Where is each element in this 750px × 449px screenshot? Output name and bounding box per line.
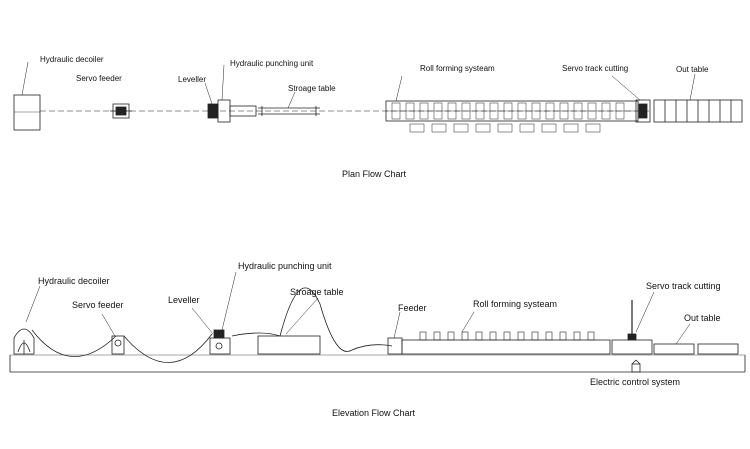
plan-label-leveller: Leveller — [178, 75, 207, 84]
plan-servo-cutting — [611, 75, 651, 123]
elevation-view — [9, 271, 746, 373]
elevation-caption: Elevation Flow Chart — [332, 408, 416, 418]
elev-label-storage: Stroage table — [290, 287, 344, 297]
elev-label-control: Electric control system — [590, 377, 681, 387]
elev-storage-table — [231, 287, 393, 355]
elev-strip-loop-2 — [123, 333, 213, 363]
elev-control-box — [631, 359, 641, 373]
elev-strip-loop-1 — [31, 329, 117, 357]
elev-label-decoiler: Hydraulic decoiler — [38, 276, 110, 286]
elev-label-feeder2: Feeder — [398, 303, 427, 313]
elev-leveller-punching — [191, 271, 237, 355]
elev-out-table — [653, 323, 739, 355]
elev-label-leveller: Leveller — [168, 295, 200, 305]
plan-label-decoiler: Hydraulic decoiler — [40, 55, 104, 64]
elev-servo-cutting — [611, 291, 655, 355]
elev-roll-forming — [401, 311, 611, 355]
plan-roll-forming — [385, 75, 639, 133]
plan-label-feeder: Servo feeder — [76, 74, 122, 83]
plan-storage-table — [258, 91, 320, 116]
plan-label-outtable: Out table — [676, 65, 709, 74]
elev-feeder — [387, 311, 403, 355]
plan-out-table — [653, 73, 743, 123]
plan-label-rollforming: Roll forming systeam — [420, 64, 495, 73]
elev-label-cutting: Servo track cutting — [646, 281, 721, 291]
elev-servo-feeder — [101, 313, 125, 355]
plan-servo-feeder — [110, 103, 132, 119]
elev-label-rollforming: Roll forming systeam — [473, 299, 558, 309]
plan-label-cutting: Servo track cutting — [562, 64, 629, 73]
plan-label-storage: Stroage table — [288, 84, 336, 93]
plan-decoiler — [13, 94, 41, 131]
plan-caption: Plan Flow Chart — [342, 169, 407, 179]
plan-view — [13, 61, 743, 133]
plan-leveller-punching — [204, 64, 257, 123]
elev-label-feeder: Servo feeder — [72, 300, 124, 310]
elev-label-punching: Hydraulic punching unit — [238, 261, 332, 271]
plan-label-punching: Hydraulic punching unit — [230, 59, 314, 68]
elev-decoiler — [13, 285, 41, 355]
elev-label-outtable: Out table — [684, 313, 721, 323]
